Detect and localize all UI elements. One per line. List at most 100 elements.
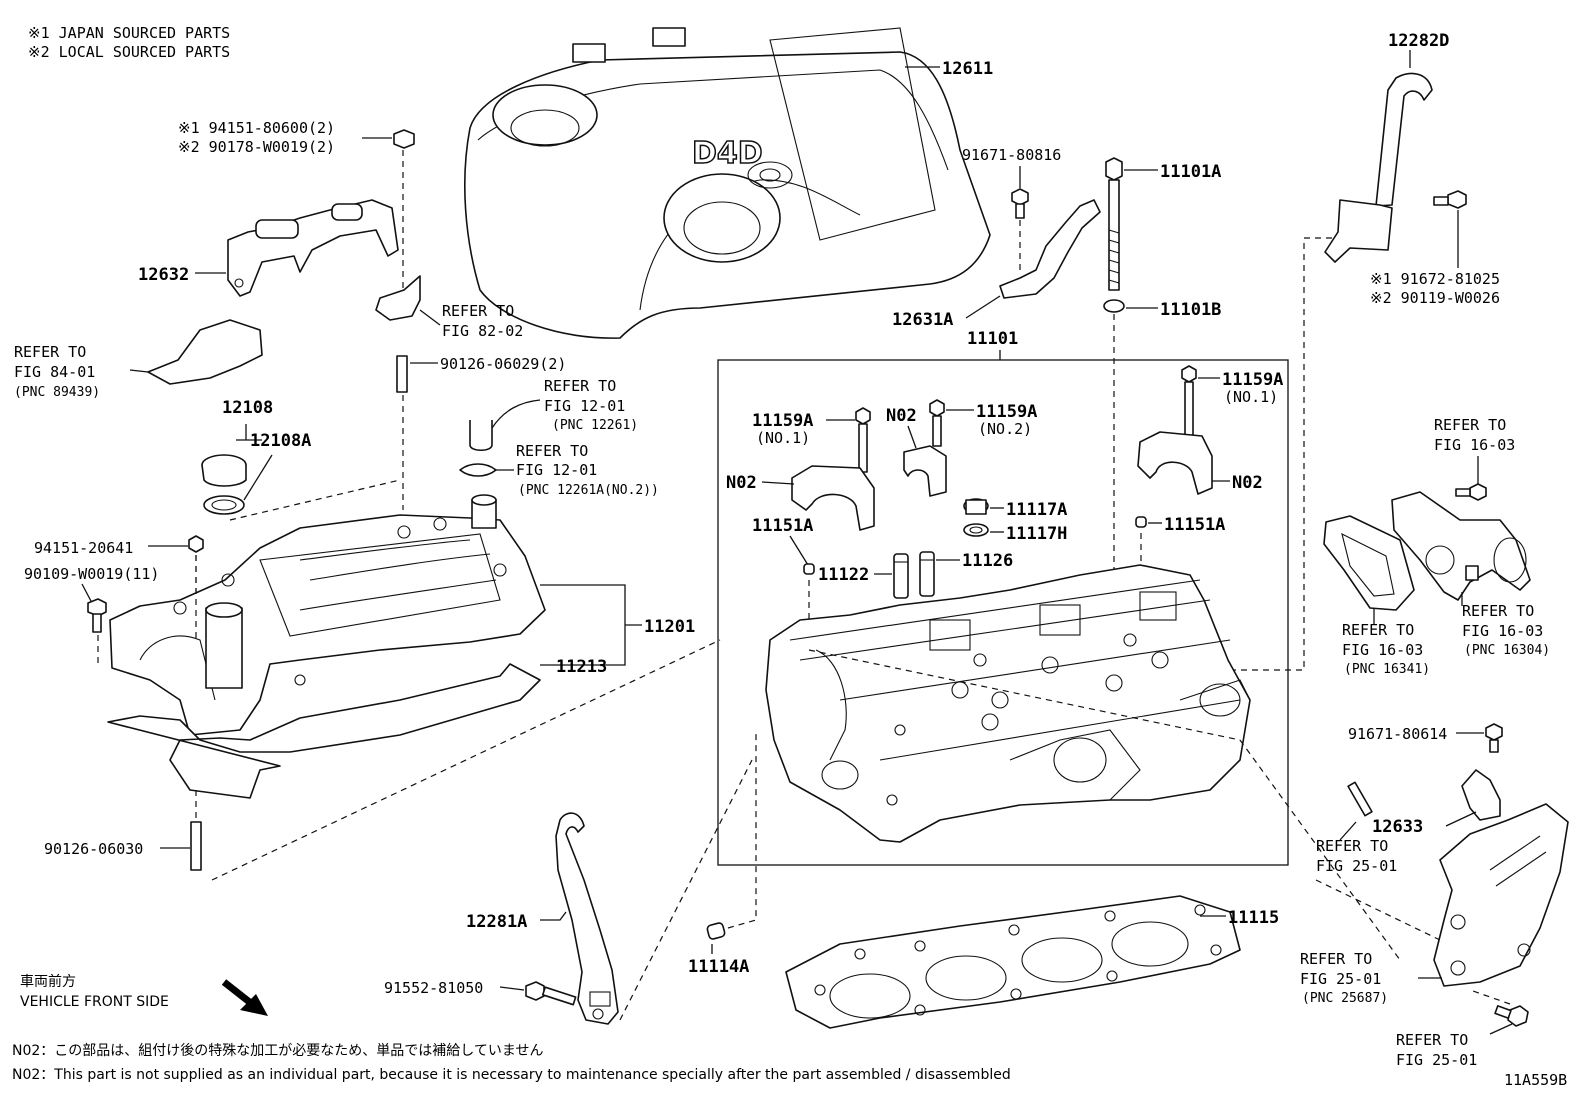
pin-11151a-a-drawing <box>803 563 815 575</box>
bolt-11159a-no2-drawing <box>929 399 945 447</box>
legend: ※1 JAPAN SOURCED PARTS ※2 LOCAL SOURCED … <box>28 24 230 61</box>
callout-11101b: 11101B <box>1160 300 1221 320</box>
callout-11114a: 11114A <box>688 957 749 977</box>
refer-16-03-c-line3: (PNC 16304) <box>1464 643 1550 658</box>
water-outlet-drawing <box>1391 491 1531 601</box>
callout-11159a-no1-right-sub: (NO.1) <box>1224 388 1278 406</box>
callout-12108a: 12108A <box>250 431 311 451</box>
refer-25-01-b-line3: (PNC 25687) <box>1302 991 1388 1006</box>
refer-16-03-c-line2: FIG 16-03 <box>1462 622 1543 640</box>
bolt-16-03-drawing <box>1455 483 1487 501</box>
legend-japan-sourced: ※1 JAPAN SOURCED PARTS <box>28 24 230 42</box>
refer-12-01-b-line1: REFER TO <box>516 442 588 460</box>
callout-91672-81025: ※1 91672-81025 <box>1370 270 1500 288</box>
head-gasket-11115-drawing <box>785 895 1241 1029</box>
callout-94151-20641: 94151-20641 <box>34 539 133 557</box>
figure-id: 11A559B <box>1504 1071 1567 1089</box>
callout-90109-w0019: 90109-W0019(11) <box>24 565 159 583</box>
washer-11101b-drawing <box>1103 299 1125 313</box>
refer-16-03-a-line2: FIG 16-03 <box>1434 436 1515 454</box>
nut-drawing <box>393 129 415 149</box>
callout-11159a-no2: 11159A <box>976 402 1037 422</box>
cylinder-head-drawing <box>765 564 1251 843</box>
refer-16-03-b-line1: REFER TO <box>1342 621 1414 639</box>
refer-25-01-c-line2: FIG 25-01 <box>1396 1051 1477 1069</box>
cover-logo: D4D <box>692 136 763 171</box>
bracket-12631a-drawing <box>999 199 1101 299</box>
bolt-11159a-no1-right-drawing <box>1181 365 1197 439</box>
callout-11213: 11213 <box>556 657 607 677</box>
callout-12631a: 12631A <box>892 310 953 330</box>
callout-94151-80600: ※1 94151-80600(2) <box>178 119 335 137</box>
callout-11117h: 11117H <box>1006 524 1067 544</box>
bolt-90109-drawing <box>87 598 107 633</box>
engine-hanger-12281a-drawing <box>555 812 619 1025</box>
nut-94151-20641-drawing <box>188 535 204 553</box>
valve-guides-drawing <box>893 551 935 599</box>
vehicle-front-en: VEHICLE FRONT SIDE <box>20 994 169 1010</box>
heat-shield-drawing <box>147 319 263 385</box>
callout-12282d: 12282D <box>1388 31 1449 51</box>
refer-16-03-a-line1: REFER TO <box>1434 416 1506 434</box>
pin-11151a-b-drawing <box>1135 516 1147 528</box>
refer-25-01-b-line1: REFER TO <box>1300 950 1372 968</box>
stud-25-01-drawing <box>1347 781 1373 817</box>
refer-25-01-c-line1: REFER TO <box>1396 1031 1468 1049</box>
head-cover-drawing <box>109 494 546 736</box>
callout-11117a: 11117A <box>1006 500 1067 520</box>
engine-hanger-12282d-drawing <box>1324 72 1433 263</box>
vehicle-front-arrow-icon <box>221 979 268 1016</box>
callout-n02-a: N02 <box>886 406 917 426</box>
stud-drawing <box>396 355 408 393</box>
clamp-drawing <box>459 463 497 477</box>
bearing-cap-left-drawing <box>791 465 875 531</box>
refer-12-01-a-line3: (PNC 12261) <box>552 418 638 433</box>
callout-12632: 12632 <box>138 265 189 285</box>
note-n02-en: N02：This part is not supplied as an indi… <box>12 1067 1011 1083</box>
callout-90126-06030: 90126-06030 <box>44 840 143 858</box>
callout-n02-b: N02 <box>726 473 757 493</box>
callout-11126: 11126 <box>962 551 1013 571</box>
callout-11159a-no1-left: 11159A <box>752 411 813 431</box>
bolt-91672-drawing <box>1433 190 1467 209</box>
refer-25-01-b-line2: FIG 25-01 <box>1300 970 1381 988</box>
bolt-91671-80614-drawing <box>1485 723 1503 753</box>
bearing-cap-right-drawing <box>1137 431 1213 495</box>
engine-cover-drawing: D4D <box>464 27 991 339</box>
stud-90126-06030-drawing <box>190 821 202 871</box>
refer-16-03-b-line2: FIG 16-03 <box>1342 641 1423 659</box>
callout-11159a-no1-right: 11159A <box>1222 370 1283 390</box>
refer-12-01-a-line1: REFER TO <box>544 377 616 395</box>
bearing-cap-n02-small-drawing <box>903 445 947 497</box>
refer-16-03-c-line1: REFER TO <box>1462 602 1534 620</box>
bracket-12633-drawing <box>1461 769 1501 821</box>
bracket-82-02-drawing <box>375 275 421 321</box>
callout-11159a-no1-left-sub: (NO.1) <box>756 429 810 447</box>
callout-12611: 12611 <box>942 59 993 79</box>
bolt-11159a-no1-left-drawing <box>855 407 871 473</box>
callout-11101: 11101 <box>967 329 1018 349</box>
dowel-11114a-drawing <box>706 922 726 940</box>
hose-drawing <box>469 420 493 452</box>
bolt-91552-drawing <box>525 981 577 1006</box>
head-cover-gasket-drawing <box>107 663 541 799</box>
callout-90178-w0019: ※2 90178-W0019(2) <box>178 138 335 156</box>
refer-82-02-line1: REFER TO <box>442 302 514 320</box>
bracket-25687-drawing <box>1433 803 1569 987</box>
callout-11122: 11122 <box>818 565 869 585</box>
callout-91552-81050: 91552-81050 <box>384 979 483 997</box>
bolt-91671-80816-drawing <box>1011 188 1029 219</box>
callout-90126-06029: 90126-06029(2) <box>440 355 566 373</box>
legend-local-sourced: ※2 LOCAL SOURCED PARTS <box>28 43 230 61</box>
callout-11101a: 11101A <box>1160 162 1221 182</box>
refer-12-01-b-line3: (PNC 12261A(NO.2)) <box>518 483 659 498</box>
refer-12-01-b-line2: FIG 12-01 <box>516 461 597 479</box>
cylinder-head-sub-assy-box <box>717 359 1289 866</box>
callout-11159a-no2-sub: (NO.2) <box>978 420 1032 438</box>
head-bolt-11101a-drawing <box>1105 157 1123 291</box>
oil-cap-drawing <box>201 454 247 515</box>
refer-82-02-line2: FIG 82-02 <box>442 322 523 340</box>
callout-91671-80614: 91671-80614 <box>1348 725 1447 743</box>
